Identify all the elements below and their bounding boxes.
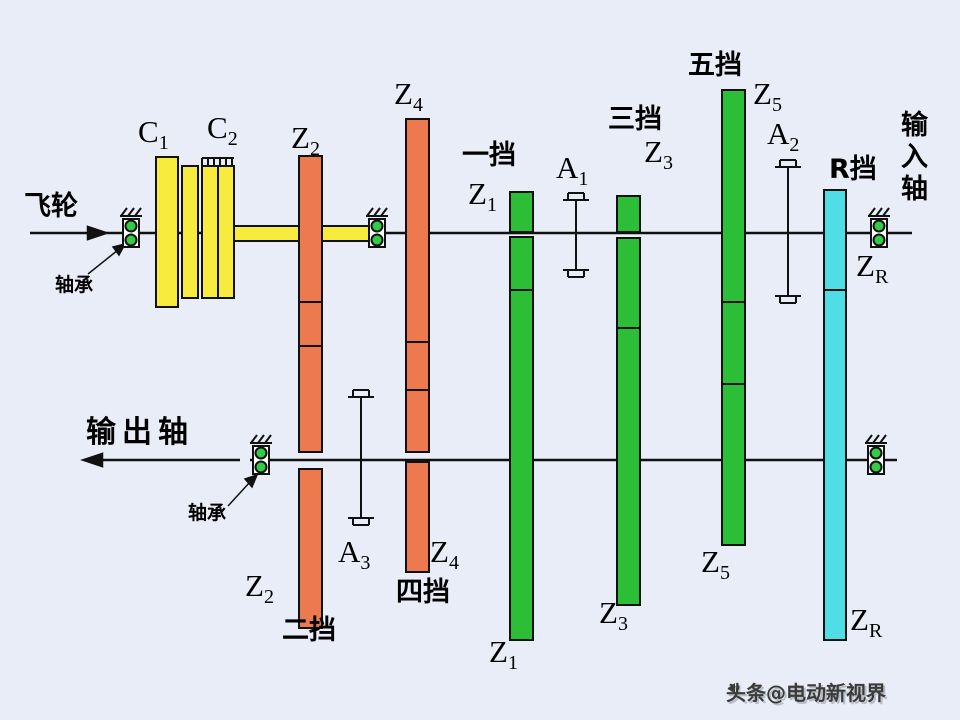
z2-input-gear <box>298 155 323 303</box>
green-gears <box>509 89 746 641</box>
synchronizer-a3 <box>348 389 374 526</box>
flywheel-disc <box>155 156 179 308</box>
output-shaft-arrow <box>80 452 240 468</box>
z1-bottom-label: Z1 <box>489 634 518 675</box>
reverse-gears <box>823 189 847 641</box>
fourth-gear-label: 四挡 <box>396 577 450 608</box>
bearing-leader-bottom <box>227 473 259 507</box>
bearing-output-right <box>864 434 888 475</box>
zr-input-gear <box>823 189 847 291</box>
megaphone-icon <box>728 683 740 693</box>
z4-input-gear-low <box>405 389 430 453</box>
bearing-input-left <box>119 207 143 248</box>
z2-bottom-label: Z2 <box>245 568 274 609</box>
bearing-label-top: 轴承 <box>55 274 94 296</box>
bearing-input-mid <box>365 207 389 248</box>
z4-bottom-label: Z4 <box>430 534 459 575</box>
zr-top-label: ZR <box>856 248 889 289</box>
z2-output-gear <box>298 468 323 629</box>
z1-output-gear <box>509 289 534 641</box>
synchronizer-a2 <box>775 159 801 304</box>
z5-top-label: Z5 <box>753 76 782 117</box>
synchronizer-a1 <box>563 192 589 278</box>
reverse-gear-label: R挡 <box>829 154 877 185</box>
z1-input-gear <box>509 191 534 233</box>
bearing-leader-top <box>87 242 127 275</box>
z1-output-gear-top <box>509 236 534 291</box>
c2-label: C2 <box>207 110 238 151</box>
z5-output-gear <box>721 383 746 546</box>
z2-top-label: Z2 <box>291 120 320 161</box>
clutch-spline-marks <box>201 157 234 166</box>
z2-input-gear-low <box>298 345 323 453</box>
z4-input-gear-mid <box>405 341 430 391</box>
z1-top-label: Z1 <box>468 176 497 217</box>
flywheel-arrow <box>30 225 110 241</box>
z5-input-gear <box>721 89 746 303</box>
z3-input-gear <box>616 195 641 233</box>
clutch-disc <box>181 165 199 299</box>
third-gear-label: 三挡 <box>608 104 662 135</box>
z3-output-gear <box>616 327 641 606</box>
z2-input-gear-mid <box>298 301 323 347</box>
watermark-text: 头条@电动新视界 <box>726 681 886 705</box>
a1-label: A1 <box>556 150 589 191</box>
input-shaft-label: 输入轴 <box>896 110 927 206</box>
first-gear-label: 一挡 <box>462 140 516 171</box>
fifth-gear-label: 五挡 <box>688 50 742 81</box>
orange-gears <box>298 118 430 629</box>
output-shaft-label: 输出轴 <box>86 415 194 450</box>
watermark: 头条@电动新视界 <box>726 677 886 706</box>
z5-mid-section <box>721 301 746 385</box>
z3-top-label: Z3 <box>644 134 673 175</box>
clutch-assembly <box>155 156 375 308</box>
bearing-input-right <box>867 207 891 248</box>
bearing-output-left <box>249 434 273 475</box>
flywheel-label: 飞轮 <box>24 191 78 222</box>
a2-label: A2 <box>767 116 800 157</box>
c1-label: C1 <box>138 114 169 155</box>
a3-label: A3 <box>338 534 371 575</box>
z4-input-gear <box>405 118 430 343</box>
z3-bottom-label: Z3 <box>599 595 628 636</box>
second-gear-label: 二挡 <box>282 615 336 646</box>
zr-output-gear <box>823 289 847 641</box>
z3-output-gear-top <box>616 237 641 329</box>
z4-output-gear <box>405 461 430 573</box>
z5-bottom-label: Z5 <box>701 544 730 585</box>
bearing-label-bottom: 轴承 <box>188 502 227 524</box>
zr-bottom-label: ZR <box>850 602 883 643</box>
z4-top-label: Z4 <box>394 76 423 117</box>
